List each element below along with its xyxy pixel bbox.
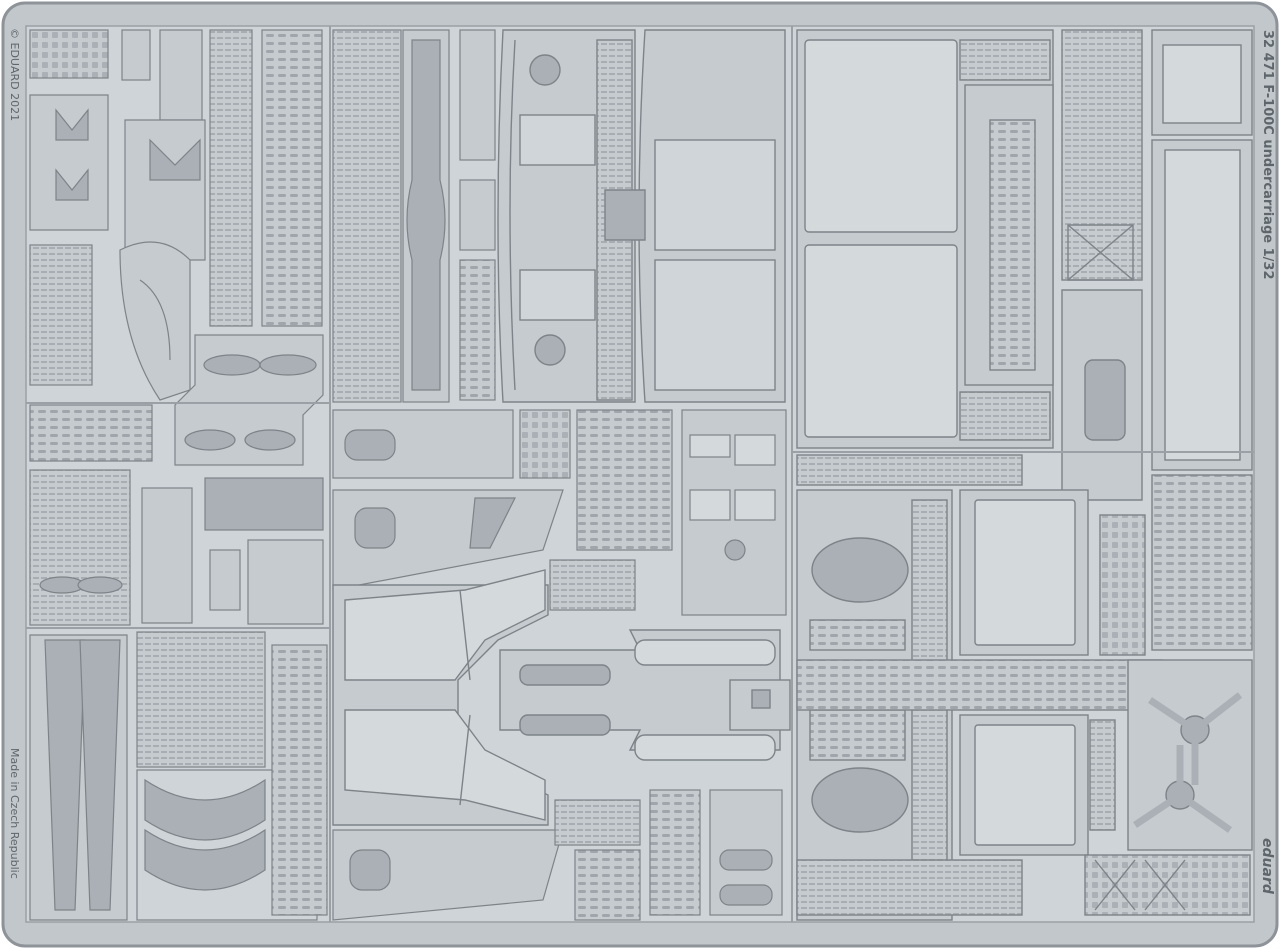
part-arc-clip — [119, 241, 191, 401]
part-panel-upper — [804, 39, 958, 233]
part-oval-upper — [811, 537, 909, 603]
parts-left-column — [29, 29, 328, 921]
parts-gear-doors — [497, 29, 786, 403]
origin-text: Made in Czech Republic — [8, 748, 21, 879]
part-y-panel-lower — [344, 709, 546, 821]
part-bracket — [29, 94, 109, 231]
parts-center-middle — [332, 409, 787, 616]
sheet-scale: 1/32 — [1260, 247, 1275, 280]
parts-wheel-well — [796, 29, 1253, 651]
parts-right-lower — [796, 454, 1163, 921]
part-number: 32 471 — [1260, 30, 1275, 80]
part-square-frame-lower — [974, 724, 1076, 846]
sprue-lines — [26, 26, 1254, 922]
part-y-panel-upper — [344, 569, 546, 681]
part-panel-lower — [804, 244, 958, 438]
sheet-title-line: 32 471 F-100C undercarriage 1/32 — [1260, 30, 1275, 280]
part-crescent — [144, 778, 266, 841]
brand-logo: eduard — [1259, 838, 1275, 894]
parts-lower-center — [332, 789, 783, 921]
parts-hub-plate — [1084, 659, 1253, 916]
copyright-text: © EDUARD 2021 — [8, 28, 21, 122]
parts-strut-column — [332, 29, 496, 403]
sheet-title: F-100C undercarriage — [1260, 84, 1275, 244]
part-square-frame-upper — [974, 499, 1076, 646]
part-grid-plate — [29, 29, 109, 79]
part-long-rail — [796, 659, 1163, 711]
part-oval-lower — [811, 767, 909, 833]
part-long-strut — [406, 39, 446, 391]
parts-y-bay — [332, 569, 791, 826]
part-x-brace — [1067, 224, 1134, 281]
